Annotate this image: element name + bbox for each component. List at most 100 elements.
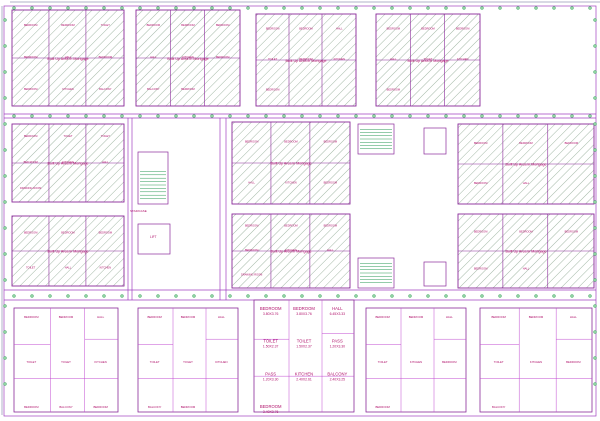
survey-marker — [120, 114, 124, 118]
room-label: HALL — [150, 55, 157, 59]
survey-marker — [354, 6, 358, 10]
survey-marker — [246, 6, 250, 10]
survey-marker — [588, 114, 592, 118]
room-label: KITCHEN — [410, 360, 422, 364]
survey-marker — [444, 294, 448, 298]
room-label: TOILET — [26, 266, 35, 270]
mortgage-note: Built Up Area in Mortgage — [506, 163, 547, 167]
survey-marker — [390, 294, 394, 298]
room-label: BEDROOM — [324, 223, 337, 227]
room-label: TOILET — [101, 23, 110, 27]
survey-marker — [3, 96, 7, 100]
survey-marker — [102, 114, 106, 118]
survey-marker — [593, 278, 597, 282]
survey-marker — [498, 114, 502, 118]
mortgage-note: Built Up Area In Mortgage — [167, 57, 208, 61]
survey-marker — [264, 114, 268, 118]
room-size: 2.40X3.25 — [330, 377, 346, 381]
room-label: BEDROOM — [24, 231, 37, 235]
room-label: TOILET — [61, 360, 71, 364]
room-label: BEDROOM — [566, 360, 581, 364]
lift-core-right — [423, 127, 447, 287]
mortgage-note: Built Up Area in Mortgage — [271, 162, 312, 166]
room-label: BALCONY — [99, 87, 112, 91]
survey-marker — [282, 114, 286, 118]
room-label: BEDROOM — [529, 315, 544, 319]
room-label: TOILET — [297, 339, 312, 344]
room-label: BEDROOM — [474, 141, 487, 145]
room-label: BEDROOM — [24, 87, 37, 91]
survey-marker — [3, 148, 7, 152]
survey-marker — [480, 294, 484, 298]
mortgage-note: Built Up Area in Mortgage — [286, 59, 327, 63]
room-label: BEDROOM — [24, 23, 37, 27]
survey-marker — [174, 114, 178, 118]
room-label: HALL — [97, 315, 104, 319]
room-label: TOILET — [268, 57, 277, 61]
survey-marker — [593, 44, 597, 48]
room-label: BEDROOM — [375, 315, 390, 319]
room-size: 2.40X2.61 — [296, 377, 312, 381]
survey-marker — [516, 294, 520, 298]
survey-marker — [593, 122, 597, 126]
room-size: 1.20X3.30 — [330, 345, 346, 349]
room-label: PASS — [265, 371, 276, 376]
room-label: BEDROOM — [293, 306, 315, 311]
survey-marker — [192, 6, 196, 10]
survey-marker — [588, 294, 592, 298]
survey-marker — [426, 6, 430, 10]
survey-marker — [30, 6, 34, 10]
survey-marker — [462, 294, 466, 298]
room-label: BALCONY — [59, 405, 73, 409]
mortgage-note: Built Up Area in Mortgage — [408, 59, 449, 63]
room-label: BEDROOM — [61, 23, 74, 27]
survey-marker — [3, 382, 7, 386]
survey-marker — [3, 122, 7, 126]
room-label: BEDROOM — [61, 231, 74, 235]
room-label: HALL — [248, 181, 255, 185]
survey-marker — [3, 18, 7, 22]
room-label: KITCHEN — [295, 371, 313, 376]
room-label: BEDROOM — [299, 26, 312, 30]
survey-marker — [318, 6, 322, 10]
survey-marker — [336, 6, 340, 10]
room-label: KITCHEN — [334, 57, 346, 61]
mortgage-note: Built Up Area In Mortgage — [47, 57, 88, 61]
survey-marker — [192, 114, 196, 118]
survey-marker — [336, 294, 340, 298]
room-label: BALCONY — [492, 405, 506, 409]
room-label: BALCONY — [147, 87, 160, 91]
room-label: BALCONY — [327, 371, 347, 376]
room-label: HALL — [336, 26, 343, 30]
survey-marker — [3, 174, 7, 178]
mortgage-note: Built Up Area in Mortgage — [48, 162, 89, 166]
survey-marker — [3, 356, 7, 360]
survey-marker — [462, 114, 466, 118]
room-label: BEDROOM — [387, 88, 400, 92]
room-size: 6.45X3.33 — [330, 312, 346, 316]
survey-marker — [120, 294, 124, 298]
room-label: HALL — [65, 266, 72, 270]
survey-marker — [593, 226, 597, 230]
survey-marker — [66, 294, 70, 298]
survey-marker — [318, 114, 322, 118]
room-label: BEDROOM — [324, 181, 337, 185]
room-label: BEDROOM — [456, 26, 469, 30]
room-label: BEDROOM — [24, 405, 39, 409]
survey-marker — [210, 6, 214, 10]
room-label: BEDROOM — [474, 230, 487, 234]
room-label: BEDROOM — [59, 315, 74, 319]
room-label: BEDROOM — [409, 315, 424, 319]
survey-marker — [156, 6, 160, 10]
room-size: 1.50X2.37 — [296, 345, 312, 349]
survey-marker — [12, 6, 16, 10]
mortgage-note: Built Up Area in Mortgage — [271, 249, 312, 253]
